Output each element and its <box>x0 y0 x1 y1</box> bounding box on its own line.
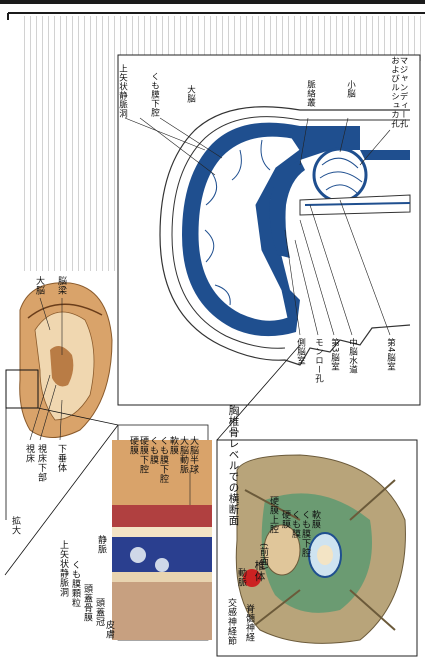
label-foramina: マジャンディー孔 およびルシュカ孔 <box>390 56 407 128</box>
brain-ventricle-diagram <box>118 55 420 405</box>
label-fourth-ventricle: 第4脳室 <box>386 338 395 371</box>
label-section-cerebrum: 大脳 <box>34 276 43 295</box>
label-subdural: 硬膜下腔 <box>138 436 147 474</box>
label-pia: 軟膜 <box>168 436 177 455</box>
label-vertebral-body: 椎体 <box>254 560 265 582</box>
label-scalp: 皮膚 <box>104 620 113 639</box>
label-corpus-callosum: 脳梁 <box>56 276 65 295</box>
label-artery: 動脈 <box>236 568 245 587</box>
label-periosteum: 頭蓋骨膜 <box>82 584 91 622</box>
label-arachnoid: くも膜 <box>148 436 157 465</box>
label-hemisphere: 大脳半球 <box>188 436 197 474</box>
label-subarachnoid-space: くも膜下腔 <box>150 72 159 117</box>
label-epidural: 硬膜上腔 <box>268 496 277 534</box>
label-hypothalamus: 視床下部 <box>36 444 45 482</box>
label-spinal-nerve: 脊髄神経 <box>244 604 253 642</box>
label-choroid-plexus: 脈絡叢 <box>306 80 315 107</box>
label-cerebellum: 小脳 <box>346 80 355 98</box>
label-skull: 頭蓋冠 <box>94 598 103 627</box>
label-thalamus: 視床 <box>24 444 33 463</box>
label-lateral-ventricle: 側脳室 <box>296 338 305 365</box>
label-third-ventricle: 第3脳室 <box>330 338 339 371</box>
label-granulation: くも膜顆粒 <box>70 560 79 608</box>
spine-caption: 胸椎骨レベルでの横断面 <box>228 405 239 526</box>
label-sagittal-sinus-2: 上矢状静脈洞 <box>58 540 67 597</box>
label-vein: 静脈 <box>96 535 105 554</box>
cerebellum-shape <box>314 149 366 201</box>
label-spine-subarachnoid: くも膜下腔 <box>300 510 309 558</box>
label-spine-dura: 硬膜 <box>280 510 289 529</box>
label-cerebral-artery: 大脳動脈 <box>178 436 187 474</box>
label-spine-arachnoid: くも膜 <box>290 510 299 539</box>
label-sympathetic-ganglion: 交感神経節 <box>226 598 235 646</box>
label-pituitary: 下垂体 <box>56 444 65 473</box>
label-aqueduct: 中脳水道 <box>348 338 357 374</box>
label-foramen-monro: モンロー孔 <box>314 338 323 383</box>
label-spine-pia: 軟膜 <box>310 510 319 529</box>
label-cerebrum: 大脳 <box>186 85 195 103</box>
label-subarachnoid: くも膜下腔 <box>158 436 167 484</box>
label-enlarge: 拡大 <box>10 516 19 535</box>
top-border <box>0 0 425 4</box>
label-sagittal-sinus: 上矢状静脈洞 <box>118 64 127 118</box>
label-dura: 硬膜 <box>128 436 137 455</box>
brain-section-illustration <box>6 283 118 520</box>
